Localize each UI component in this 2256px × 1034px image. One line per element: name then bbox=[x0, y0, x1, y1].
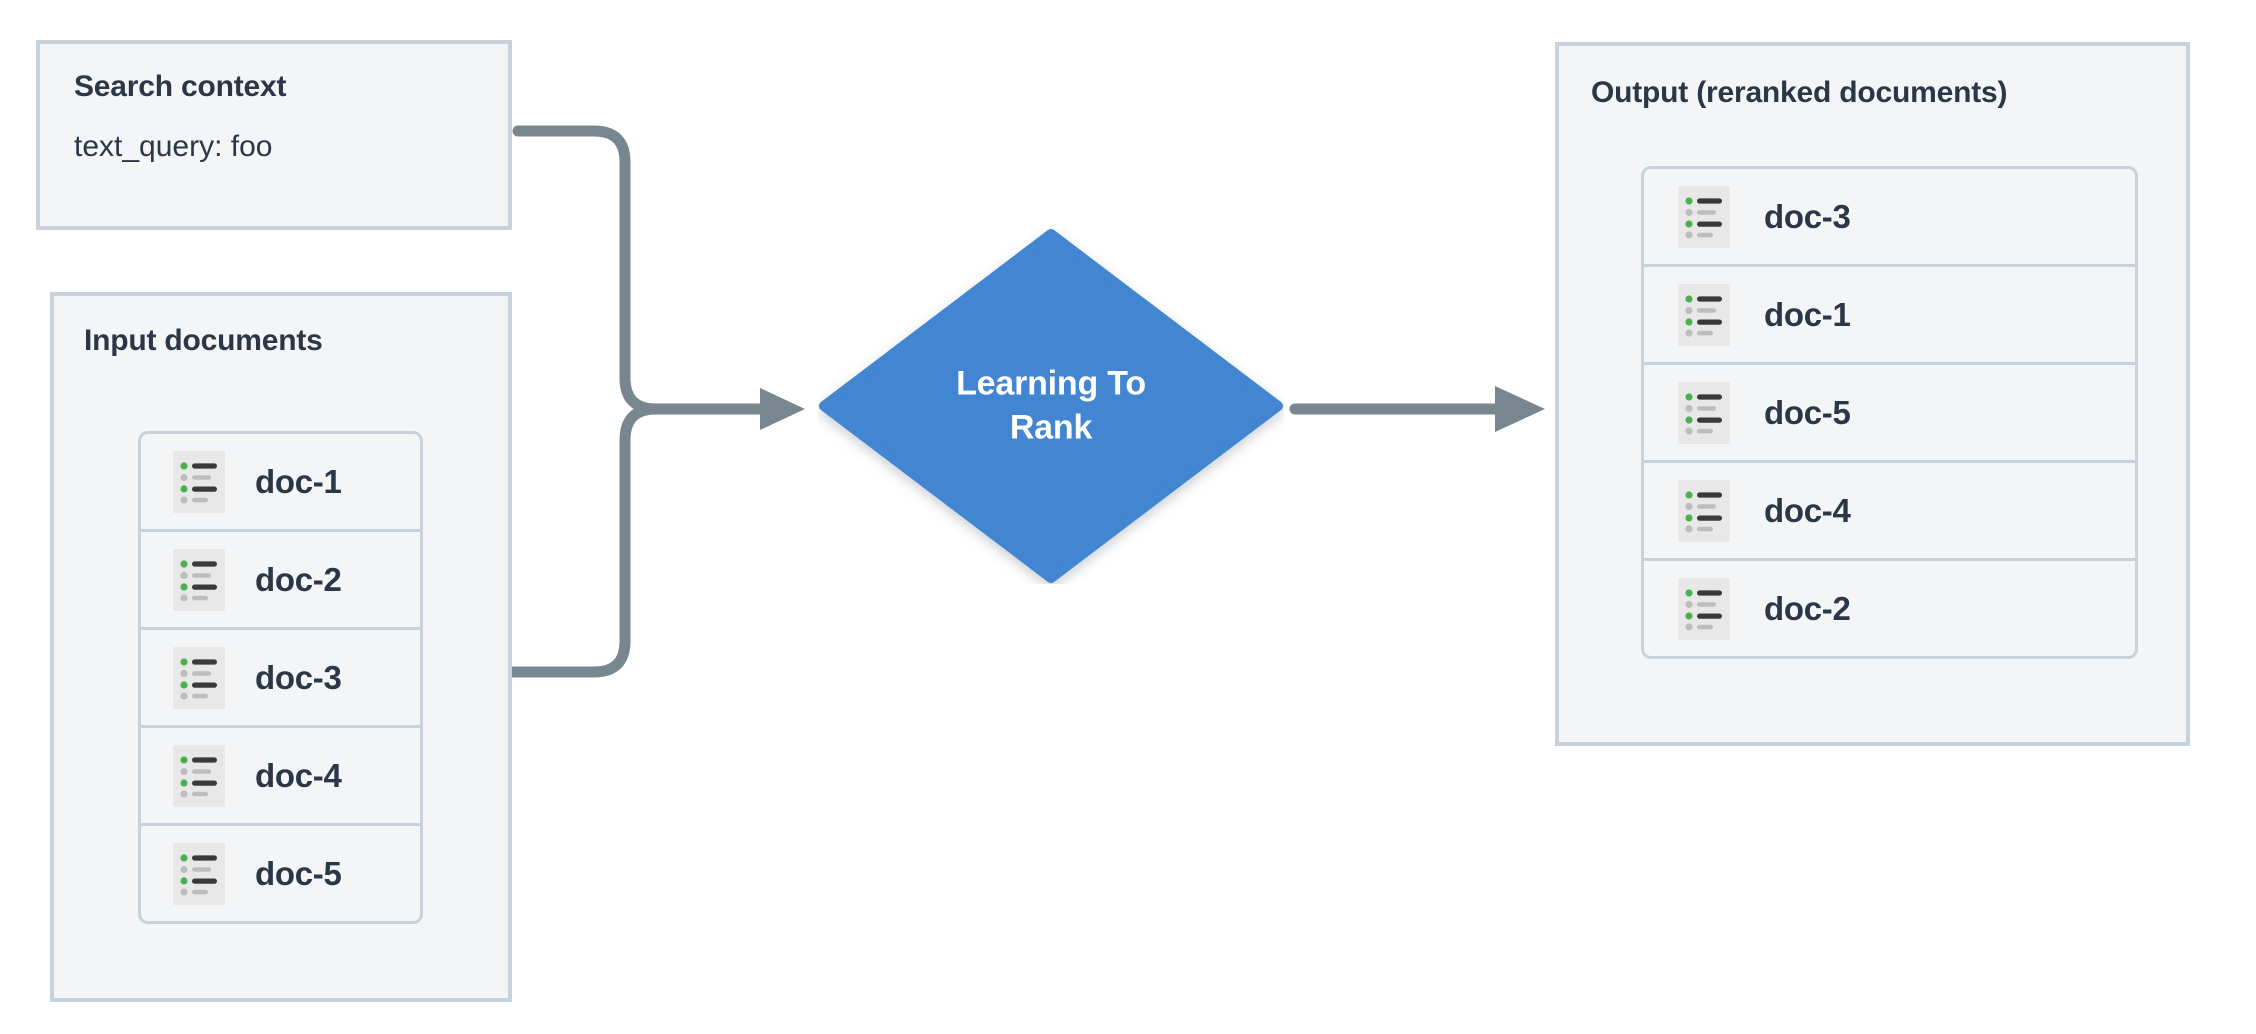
search-context-field-text-query: text_query: foo bbox=[74, 130, 273, 163]
input-document-label: doc-1 bbox=[255, 462, 342, 500]
document-list-icon bbox=[173, 450, 225, 513]
input-document-list: doc-1 doc-2 doc-3 doc-4 doc-5 bbox=[138, 431, 423, 924]
output-document-list: doc-3 doc-1 doc-5 doc-4 doc-2 bbox=[1641, 166, 2138, 659]
connector-input-docs-to-node bbox=[499, 403, 662, 678]
output-document-label: doc-4 bbox=[1764, 491, 1851, 529]
document-list-icon bbox=[173, 744, 225, 807]
output-document-label: doc-3 bbox=[1764, 197, 1851, 235]
document-list-icon bbox=[1678, 185, 1730, 248]
output-document-label: doc-5 bbox=[1764, 393, 1851, 431]
input-document-label: doc-2 bbox=[255, 560, 342, 598]
list-item[interactable]: doc-1 bbox=[1641, 264, 2138, 365]
list-item[interactable]: doc-1 bbox=[138, 431, 423, 532]
input-document-label: doc-5 bbox=[255, 854, 342, 892]
search-context-panel: Search context text_query: foo bbox=[36, 40, 512, 230]
document-list-icon bbox=[1678, 577, 1730, 640]
arrowhead-into-output bbox=[1495, 386, 1545, 432]
search-context-title: Search context bbox=[74, 70, 287, 103]
list-item[interactable]: doc-3 bbox=[138, 627, 423, 728]
document-list-icon bbox=[173, 646, 225, 709]
arrowhead-into-node bbox=[760, 388, 805, 430]
diamond-shape-icon bbox=[819, 229, 1283, 583]
list-item[interactable]: doc-2 bbox=[1641, 558, 2138, 659]
learning-to-rank-node[interactable]: Learning To Rank bbox=[818, 228, 1284, 584]
list-item[interactable]: doc-4 bbox=[138, 725, 423, 826]
document-list-icon bbox=[173, 548, 225, 611]
document-list-icon bbox=[1678, 479, 1730, 542]
document-list-icon bbox=[1678, 381, 1730, 444]
connector-search-context-to-node bbox=[512, 125, 662, 415]
output-title: Output (reranked documents) bbox=[1591, 76, 2008, 109]
document-list-icon bbox=[1678, 283, 1730, 346]
input-documents-title: Input documents bbox=[84, 324, 323, 357]
list-item[interactable]: doc-5 bbox=[1641, 362, 2138, 463]
list-item[interactable]: doc-5 bbox=[138, 823, 423, 924]
document-list-icon bbox=[173, 842, 225, 905]
list-item[interactable]: doc-4 bbox=[1641, 460, 2138, 561]
output-document-label: doc-2 bbox=[1764, 589, 1851, 627]
list-item[interactable]: doc-3 bbox=[1641, 166, 2138, 267]
input-document-label: doc-3 bbox=[255, 658, 342, 696]
input-document-label: doc-4 bbox=[255, 756, 342, 794]
list-item[interactable]: doc-2 bbox=[138, 529, 423, 630]
output-document-label: doc-1 bbox=[1764, 295, 1851, 333]
